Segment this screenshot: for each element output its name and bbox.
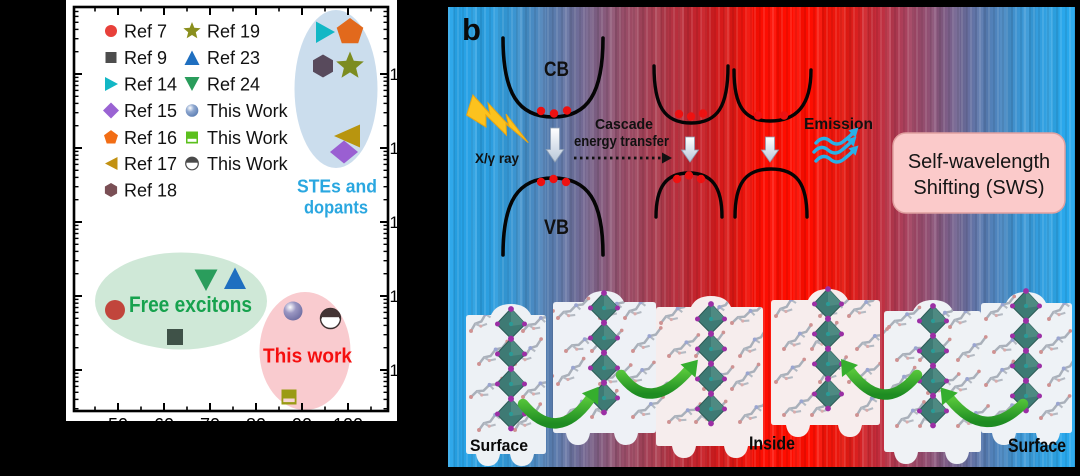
- svg-text:10: 10: [390, 213, 398, 232]
- svg-text:70: 70: [200, 415, 220, 421]
- svg-text:b: b: [462, 12, 481, 47]
- svg-text:This Work: This Work: [207, 128, 289, 148]
- svg-text:50: 50: [108, 415, 128, 421]
- svg-text:Surface: Surface: [1008, 435, 1066, 457]
- svg-text:VB: VB: [544, 216, 569, 239]
- svg-text:Ref 16: Ref 16: [124, 128, 177, 148]
- svg-text:80: 80: [246, 415, 266, 421]
- svg-text:Emission: Emission: [804, 116, 873, 133]
- svg-text:Ref 23: Ref 23: [207, 48, 260, 68]
- svg-text:Ref 24: Ref 24: [207, 75, 260, 95]
- svg-text:Ref 17: Ref 17: [124, 154, 177, 174]
- svg-text:Surface: Surface: [470, 436, 528, 455]
- svg-text:Ref 18: Ref 18: [124, 181, 177, 201]
- svg-text:Inside: Inside: [749, 433, 795, 454]
- svg-text:dopants: dopants: [304, 197, 368, 218]
- svg-text:This Work: This Work: [207, 154, 289, 174]
- svg-text:10: 10: [390, 361, 398, 380]
- svg-text:90: 90: [292, 415, 312, 421]
- svg-text:Shifting (SWS): Shifting (SWS): [913, 177, 1044, 199]
- svg-text:X/γ ray: X/γ ray: [475, 150, 519, 166]
- svg-text:100: 100: [333, 415, 363, 421]
- svg-text:Ref 19: Ref 19: [207, 22, 260, 42]
- svg-text:60: 60: [154, 415, 174, 421]
- svg-text:This work: This work: [263, 345, 353, 368]
- svg-text:Ref 7: Ref 7: [124, 22, 167, 42]
- svg-text:Cascade: Cascade: [595, 116, 653, 133]
- svg-text:Ref 9: Ref 9: [124, 48, 167, 68]
- svg-text:Self-wavelength: Self-wavelength: [908, 151, 1050, 173]
- svg-text:This Work: This Work: [207, 101, 289, 121]
- svg-text:Ref 15: Ref 15: [124, 101, 177, 121]
- svg-text:energy transfer: energy transfer: [574, 134, 669, 150]
- svg-text:10: 10: [390, 287, 398, 306]
- svg-text:CB: CB: [544, 58, 569, 81]
- svg-text:STEs and: STEs and: [297, 176, 377, 197]
- svg-text:Ref 14: Ref 14: [124, 75, 177, 95]
- svg-text:10: 10: [390, 139, 398, 158]
- svg-text:10: 10: [390, 65, 398, 84]
- svg-text:Free excitons: Free excitons: [129, 292, 252, 317]
